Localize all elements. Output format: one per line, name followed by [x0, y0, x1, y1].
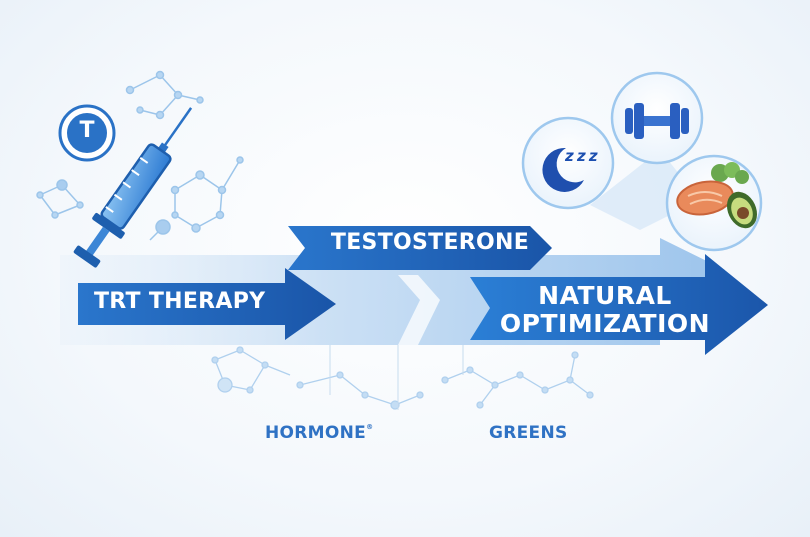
testosterone-label: TESTOSTERONE — [330, 230, 530, 255]
natural-optimization-arrow — [470, 254, 768, 355]
molecule-icon — [125, 70, 204, 120]
nutrition-icon-circle — [665, 154, 763, 252]
hormone-text: HORMONE — [265, 423, 367, 443]
trt-therapy-arrow — [78, 268, 336, 340]
molecule-icon — [211, 346, 424, 410]
connector-chevron — [398, 275, 440, 345]
moon-icon — [542, 147, 584, 192]
sleep-icon-circle — [521, 116, 615, 210]
testosterone-arrow — [288, 226, 552, 270]
molecule-icon — [36, 179, 84, 219]
natural-optimization-label: NATURAL OPTIMIZATION — [480, 282, 730, 338]
natural-optimization-line-2: OPTIMIZATION — [499, 309, 711, 338]
t-badge-letter: T — [79, 118, 95, 143]
natural-optimization-line-1: NATURAL — [538, 281, 672, 310]
registered-mark: ® — [366, 423, 374, 431]
greens-label: GREENS — [489, 423, 568, 443]
molecule-icon — [441, 351, 594, 409]
molecule-icon — [149, 156, 244, 241]
syringe-icon — [73, 107, 193, 268]
trt-therapy-label: TRT THERAPY — [94, 289, 266, 314]
fitness-icon-circle — [610, 71, 704, 165]
hormone-label: HORMONE® — [265, 423, 373, 443]
t-badge — [58, 104, 116, 162]
dumbbell-icon — [625, 103, 689, 139]
salmon-avocado-icon — [676, 162, 758, 229]
zzz-icon: z z z — [565, 147, 598, 165]
